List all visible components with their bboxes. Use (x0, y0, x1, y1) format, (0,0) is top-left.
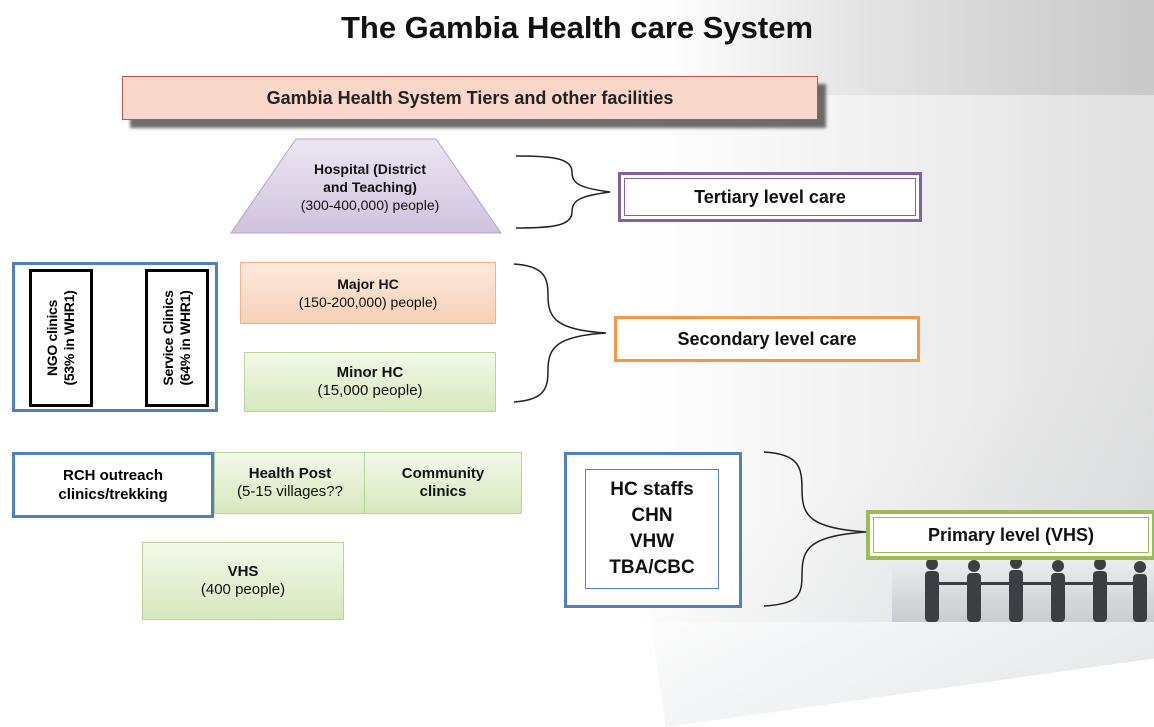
service-clinics-line1: Service Clinics (160, 290, 176, 386)
service-clinics-bar: Service Clinics (64% in WHR1) (145, 269, 209, 407)
hospital-line1: Hospital (District (313, 161, 426, 177)
ngo-clinics-line1: NGO clinics (44, 299, 60, 377)
ngo-service-frame: NGO clinics (53% in WHR1) Service Clinic… (12, 262, 218, 412)
hc-staff-frame: HC staffs CHN VHW TBA/CBC (564, 452, 742, 608)
primary-inner-border (873, 517, 1149, 553)
hospital-label: Hospital (District and Teaching) (300-40… (270, 160, 470, 214)
tertiary-brace (515, 155, 611, 229)
major-hc-box: Major HC (150-200,000) people) (240, 262, 496, 324)
community-line1: Community (401, 465, 485, 482)
people-silhouette-icon (925, 557, 1147, 622)
hospital-trapezoid: Hospital (District and Teaching) (300-40… (230, 138, 502, 234)
tertiary-level-box: Tertiary level care (618, 172, 922, 222)
tertiary-level-label: Tertiary level care (694, 186, 846, 207)
ngo-clinics-bar: NGO clinics (53% in WHR1) (29, 269, 93, 407)
major-hc-name: Major HC (337, 276, 399, 292)
primary-brace (763, 451, 867, 607)
secondary-level-label: Secondary level care (677, 328, 857, 349)
secondary-level-box: Secondary level care (614, 316, 920, 362)
service-clinics-label: Service Clinics (64% in WHR1) (160, 273, 194, 403)
service-clinics-line2: (64% in WHR1) (177, 290, 193, 386)
community-line2: clinics (419, 483, 467, 500)
staff-item: TBA/CBC (609, 557, 695, 578)
ngo-clinics-line2: (53% in WHR1) (61, 290, 77, 386)
minor-hc-box: Minor HC (15,000 people) (244, 352, 496, 412)
community-clinics-box: Community clinics (364, 452, 522, 514)
vhs-name: VHS (227, 563, 259, 580)
tiers-header-label: Gambia Health System Tiers and other fac… (266, 87, 674, 108)
major-hc-population: (150-200,000) people) (298, 294, 438, 310)
health-post-box: Health Post (5-15 villages?? (214, 452, 366, 514)
page-title: The Gambia Health care System (340, 10, 814, 45)
rch-line2: clinics/trekking (58, 486, 168, 503)
staff-item: CHN (631, 505, 673, 526)
ngo-clinics-label: NGO clinics (53% in WHR1) (44, 273, 78, 403)
hospital-shape (230, 138, 502, 234)
minor-hc-population: (15,000 people) (317, 382, 423, 399)
primary-level-box: Primary level (VHS) (866, 510, 1154, 560)
primary-level-label: Primary level (VHS) (927, 524, 1095, 545)
people-silhouette-image (892, 554, 1154, 622)
tiers-header: Gambia Health System Tiers and other fac… (122, 76, 818, 120)
secondary-brace (513, 263, 607, 403)
hospital-population: (300-400,000) people) (300, 197, 440, 213)
hc-staff-list: HC staffs CHN VHW TBA/CBC (585, 469, 719, 589)
staff-item: VHW (629, 531, 675, 552)
health-post-detail: (5-15 villages?? (237, 483, 343, 500)
hospital-line2: and Teaching) (323, 179, 417, 195)
vhs-box: VHS (400 people) (142, 542, 344, 620)
minor-hc-name: Minor HC (336, 364, 404, 381)
vhs-population: (400 people) (200, 581, 286, 598)
rch-outreach-box: RCH outreach clinics/trekking (12, 452, 214, 518)
tertiary-inner-border (624, 178, 916, 216)
rch-line1: RCH outreach (62, 467, 163, 484)
health-post-name: Health Post (248, 465, 332, 482)
staff-item: HC staffs (610, 479, 694, 500)
